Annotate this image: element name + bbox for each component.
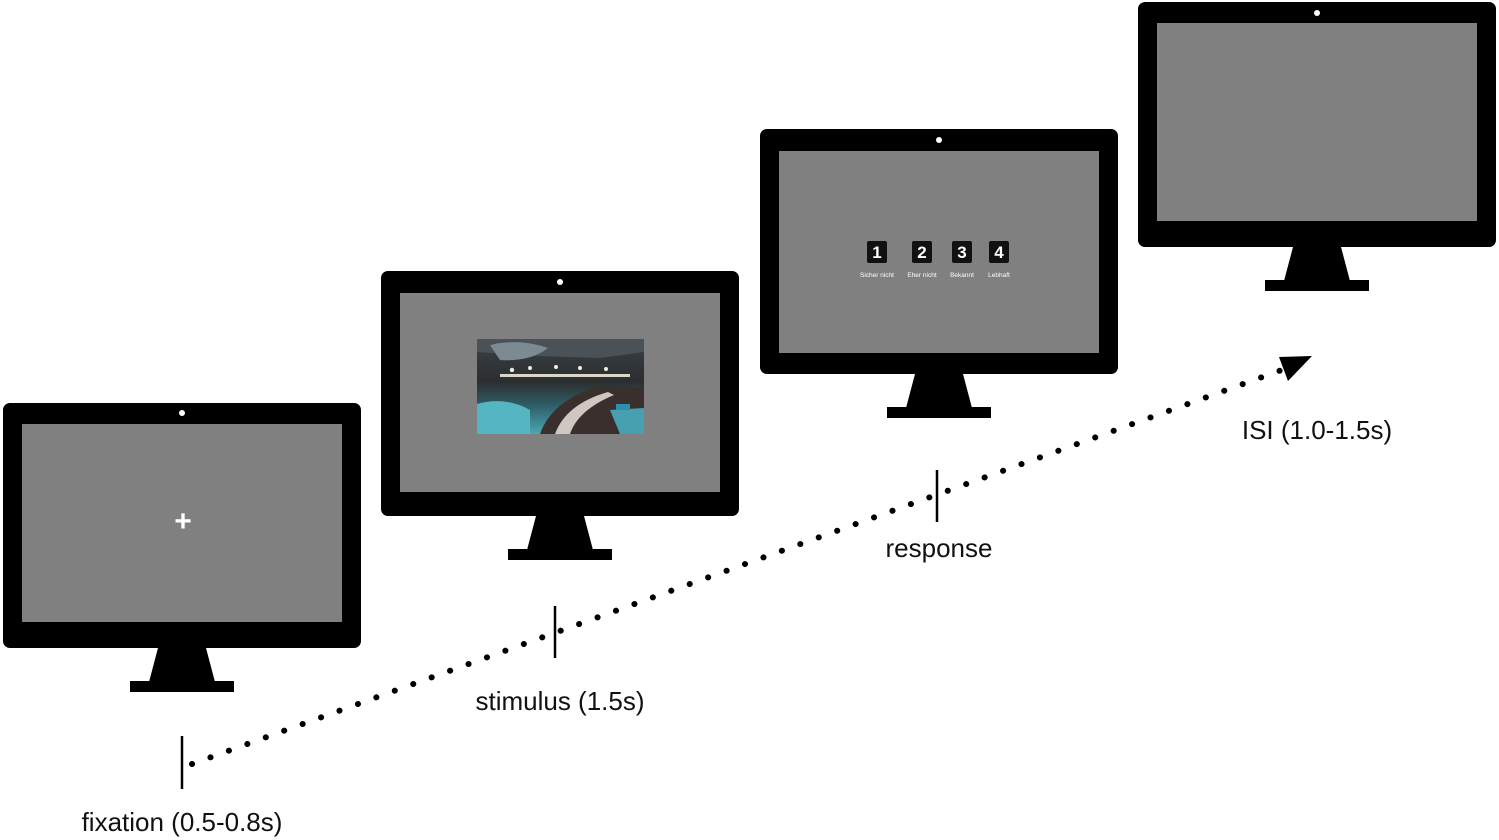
key-digit: 3 — [957, 243, 966, 262]
monitor-screen — [1157, 23, 1477, 221]
key-box — [867, 241, 887, 263]
key-caption: Lebhaft — [988, 272, 1010, 279]
fixation-cross: + — [174, 505, 192, 538]
monitor-stand — [149, 648, 215, 682]
monitor-stand — [1284, 247, 1350, 281]
key-caption: Eher nicht — [907, 272, 936, 279]
monitor-stand — [906, 374, 972, 408]
monitor-base — [887, 407, 991, 418]
key-digit: 2 — [917, 243, 926, 262]
label-isi: ISI (1.0-1.5s) — [1242, 415, 1392, 445]
stimulus-photo — [477, 339, 644, 434]
rating-key-4: 4 Lebhaft — [988, 241, 1010, 279]
camera-dot — [557, 279, 563, 285]
monitor-base — [1265, 280, 1369, 291]
key-box — [912, 241, 932, 263]
monitor-stimulus — [381, 271, 739, 560]
camera-dot — [1314, 10, 1320, 16]
key-box — [952, 241, 972, 263]
timeline — [180, 356, 1312, 789]
key-box — [989, 241, 1009, 263]
label-fixation: fixation (0.5-0.8s) — [82, 807, 283, 837]
rating-key-3: 3 Bekannt — [950, 241, 974, 279]
camera-dot — [179, 410, 185, 416]
monitor-base — [130, 681, 234, 692]
monitor-fixation: + — [3, 403, 361, 692]
monitor-response: 1 Sicher nicht 2 Eher nicht 3 Bekannt 4 … — [760, 129, 1118, 418]
monitor-base — [508, 549, 612, 560]
label-stimulus: stimulus (1.5s) — [475, 686, 644, 716]
timeline-arrowhead — [1279, 356, 1312, 381]
key-digit: 4 — [994, 243, 1004, 262]
monitor-screen — [22, 424, 342, 622]
key-caption: Bekannt — [950, 272, 974, 279]
timeline-dotted-line — [189, 364, 1293, 767]
rating-key-1: 1 Sicher nicht — [860, 241, 894, 279]
camera-dot — [936, 137, 942, 143]
monitor-stand — [527, 516, 593, 550]
key-digit: 1 — [872, 243, 881, 262]
monitor-isi — [1138, 2, 1496, 291]
label-response: response — [886, 533, 993, 563]
rating-key-2: 2 Eher nicht — [907, 241, 937, 279]
key-caption: Sicher nicht — [860, 272, 894, 279]
monitor-screen — [779, 151, 1099, 353]
